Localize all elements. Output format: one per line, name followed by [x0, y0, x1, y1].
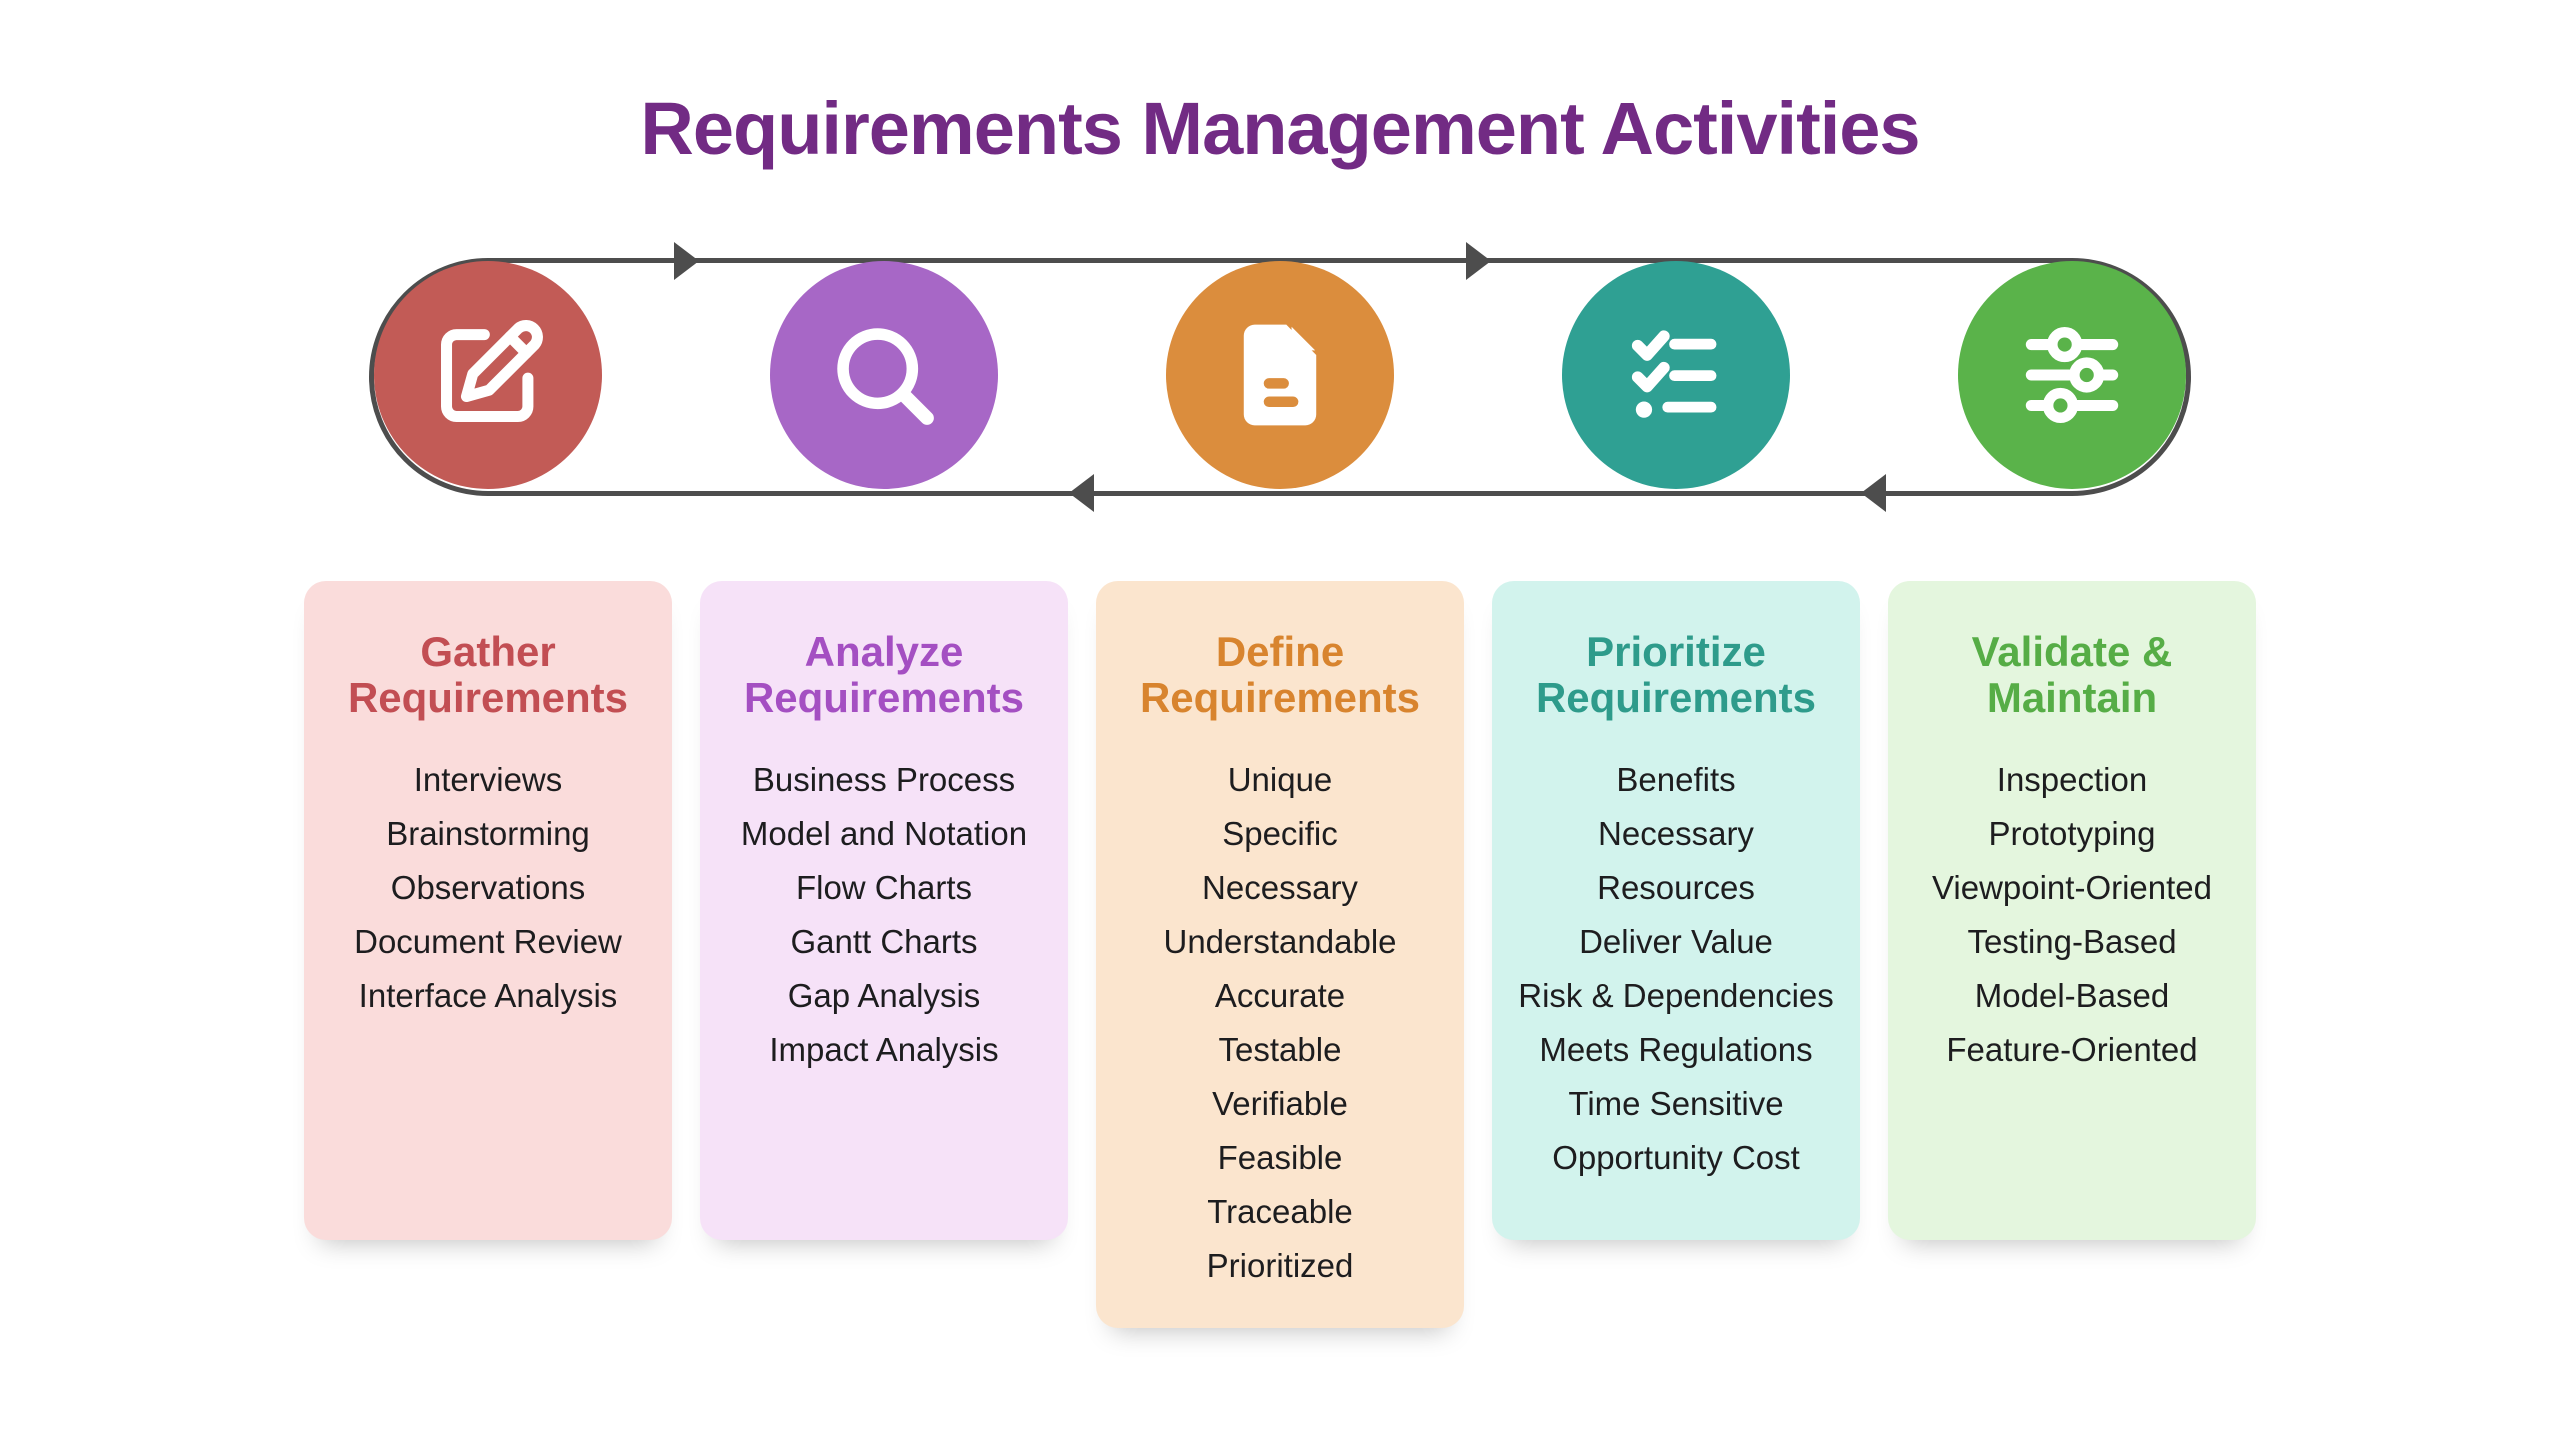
card-item: Feasible: [1217, 1139, 1343, 1177]
card-title: Prioritize Requirements: [1535, 628, 1817, 722]
card-item: Gap Analysis: [787, 977, 981, 1015]
card-item: Necessary: [1202, 869, 1358, 907]
card-item: Document Review: [354, 923, 622, 961]
flow-arrow-right-icon: [674, 242, 699, 280]
checklist-icon: [1631, 330, 1717, 418]
step-circle-prioritize: [1562, 261, 1790, 489]
search-icon: [837, 328, 934, 425]
card-title: Gather Requirements: [347, 628, 629, 722]
card-item: Gantt Charts: [790, 923, 978, 961]
step-circle-gather: [374, 261, 602, 489]
card-item: Opportunity Cost: [1552, 1139, 1800, 1177]
card-item: Business Process: [752, 761, 1016, 799]
card-item: Time Sensitive: [1568, 1085, 1784, 1123]
card-item: Testing-Based: [1967, 923, 2177, 961]
card-item: Feature-Oriented: [1946, 1031, 2198, 1069]
flow-arrow-left-icon: [1861, 474, 1886, 512]
card-item: Viewpoint-Oriented: [1931, 869, 2213, 907]
step-circle-validate: [1958, 261, 2186, 489]
card-item: Unique: [1227, 761, 1333, 799]
card-item: Flow Charts: [795, 869, 973, 907]
card-item: Risk & Dependencies: [1518, 977, 1834, 1015]
card-title: Analyze Requirements: [743, 628, 1025, 722]
flow-arrow-left-icon: [1069, 474, 1094, 512]
card-item: Verifiable: [1212, 1085, 1348, 1123]
step-circle-analyze: [770, 261, 998, 489]
flow-loop: [0, 0, 2560, 560]
card-item: Understandable: [1163, 923, 1397, 961]
page-title: Requirements Management Activities: [640, 87, 1920, 170]
card-item: Benefits: [1616, 761, 1736, 799]
card-item: Observations: [390, 869, 586, 907]
card-item: Testable: [1218, 1031, 1342, 1069]
card-item: Resources: [1597, 869, 1755, 907]
card-item: Inspection: [1996, 761, 2148, 799]
card-item: Prioritized: [1206, 1247, 1354, 1285]
card-title: Validate & Maintain: [1971, 628, 2173, 722]
step-circle-define: [1166, 261, 1394, 489]
card-item: Necessary: [1598, 815, 1754, 853]
card-item: Accurate: [1214, 977, 1346, 1015]
card-item: Brainstorming: [386, 815, 590, 853]
card-item: Prototyping: [1988, 815, 2156, 853]
card-item: Interviews: [413, 761, 563, 799]
flow-arrow-right-icon: [1466, 242, 1491, 280]
card-item: Interface Analysis: [358, 977, 618, 1015]
card-item: Meets Regulations: [1539, 1031, 1813, 1069]
card-item: Traceable: [1207, 1193, 1353, 1231]
card-item: Model-Based: [1974, 977, 2170, 1015]
card-item: Specific: [1222, 815, 1338, 853]
edit-icon: [441, 320, 543, 422]
sliders-icon: [2025, 326, 2119, 424]
flow-loop-track: [369, 258, 2191, 496]
card-item: Deliver Value: [1579, 923, 1773, 961]
card-item: Impact Analysis: [769, 1031, 999, 1069]
card-item: Model and Notation: [740, 815, 1028, 853]
document-icon: [1243, 324, 1317, 426]
card-title: Define Requirements: [1139, 628, 1421, 722]
